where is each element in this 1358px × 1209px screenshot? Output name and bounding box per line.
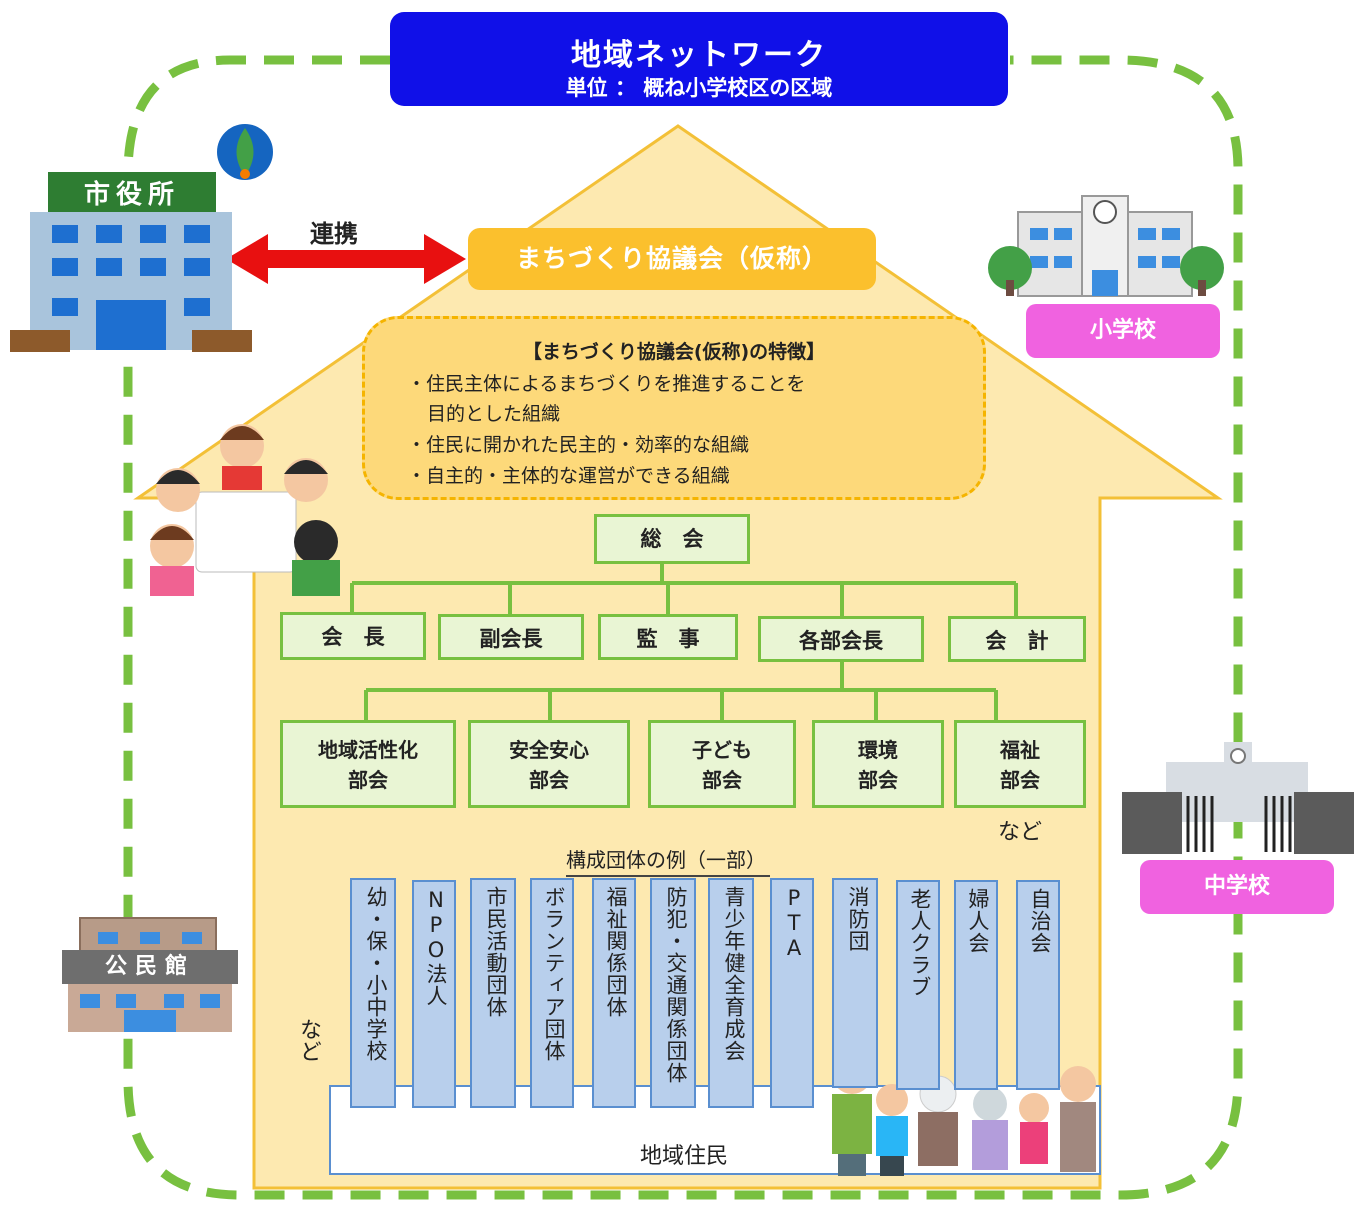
member-org-column: 消防団 bbox=[832, 878, 878, 1088]
feature-line: ・住民に開かれた民主的・効率的な組織 bbox=[407, 434, 750, 456]
committee-box: 環境 部会 bbox=[812, 720, 944, 808]
committee-suffix: 部会 bbox=[1000, 768, 1040, 792]
feature-line: ・住民主体によるまちづくりを推進することを bbox=[407, 373, 806, 395]
member-org-column: 老人クラブ bbox=[896, 880, 940, 1090]
committee-suffix: 部会 bbox=[348, 768, 388, 792]
officer-box-auditor: 監 事 bbox=[598, 614, 738, 660]
network-title: 地域ネットワーク bbox=[571, 38, 827, 73]
member-org-column: PTA bbox=[770, 878, 814, 1108]
junior-high-school-label: 中学校 bbox=[1140, 860, 1334, 914]
committee-suffix: 部会 bbox=[529, 768, 569, 792]
elementary-school-picture bbox=[988, 195, 1224, 297]
council-features-box: 【まちづくり協議会(仮称)の特徴】 ・住民主体によるまちづくりを推進することを … bbox=[362, 316, 986, 500]
network-loop bbox=[123, 55, 1243, 1200]
community-hall-sign: 公民館 bbox=[104, 954, 195, 979]
officer-box-vice-chair: 副会長 bbox=[438, 614, 584, 660]
member-orgs-etc-label: など bbox=[296, 1018, 321, 1062]
committee-name: 福祉 bbox=[1000, 738, 1040, 762]
city-hall-picture bbox=[10, 124, 273, 352]
community-hall-picture bbox=[62, 917, 238, 1032]
committee-box: 福祉 部会 bbox=[954, 720, 1086, 808]
general-assembly-box: 総 会 bbox=[594, 514, 750, 564]
member-org-column: ボランティア団体 bbox=[530, 878, 574, 1108]
residents-label: 地域住民 bbox=[640, 1144, 729, 1169]
elementary-school-label: 小学校 bbox=[1026, 304, 1220, 358]
member-org-column: 幼・保・小中学校 bbox=[350, 878, 396, 1108]
org-connectors bbox=[350, 562, 1018, 720]
committee-box: 地域活性化 部会 bbox=[280, 720, 456, 808]
member-org-column: 市民活動団体 bbox=[470, 878, 516, 1108]
member-org-column: 婦人会 bbox=[954, 880, 998, 1090]
feature-line: 目的とした組織 bbox=[427, 403, 561, 425]
link-label: 連携 bbox=[310, 220, 358, 248]
council-box: まちづくり協議会（仮称） bbox=[468, 228, 876, 290]
member-org-column: 自治会 bbox=[1016, 880, 1060, 1090]
officer-box-chair: 会 長 bbox=[280, 612, 426, 660]
link-arrow bbox=[226, 234, 466, 284]
member-org-column: NPO法人 bbox=[412, 880, 456, 1108]
city-hall-sign: 市役所 bbox=[83, 180, 180, 210]
committee-suffix: 部会 bbox=[702, 768, 742, 792]
junior-high-school-picture bbox=[1122, 742, 1354, 854]
network-subtitle: 単位 ： 概ね小学校区の区域 bbox=[565, 76, 833, 100]
features-title: 【まちづくり協議会(仮称)の特徴】 bbox=[522, 341, 826, 363]
meeting-people-picture bbox=[150, 424, 340, 596]
committee-name: 子ども bbox=[692, 738, 752, 762]
committee-box: 子ども 部会 bbox=[648, 720, 796, 808]
committees-etc-label: など bbox=[998, 820, 1043, 845]
residents-family-picture bbox=[832, 1054, 1096, 1176]
feature-line: ・自主的・主体的な運営ができる組織 bbox=[407, 465, 730, 487]
member-org-column: 青少年健全育成会 bbox=[708, 878, 754, 1108]
committee-name: 地域活性化 bbox=[318, 738, 418, 762]
member-orgs-title: 構成団体の例（一部） bbox=[566, 844, 770, 877]
officer-box-treasurer: 会 計 bbox=[948, 616, 1086, 662]
member-org-column: 防犯・交通関係団体 bbox=[650, 878, 696, 1108]
committee-name: 環境 bbox=[858, 738, 898, 762]
committee-name: 安全安心 bbox=[509, 738, 589, 762]
member-org-column: 福祉関係団体 bbox=[592, 878, 636, 1108]
network-title-box: 地域ネットワーク 単位 ： 概ね小学校区の区域 bbox=[390, 12, 1008, 106]
officer-box-committee-chairs: 各部会長 bbox=[758, 616, 924, 662]
committee-suffix: 部会 bbox=[858, 768, 898, 792]
committee-box: 安全安心 部会 bbox=[468, 720, 630, 808]
